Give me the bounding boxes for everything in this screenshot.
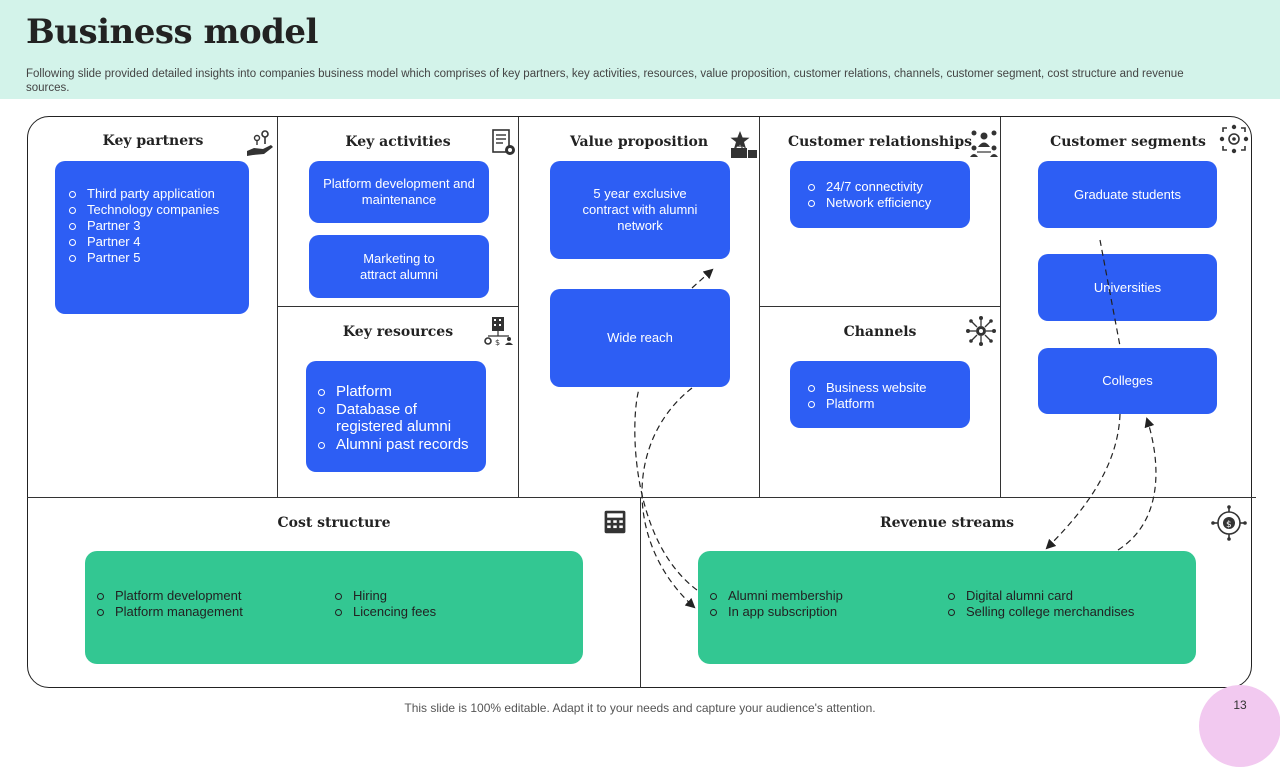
list-item: Business website <box>806 380 960 396</box>
customer-relationships-title: Customer relationships <box>787 134 972 150</box>
divider <box>760 306 1000 307</box>
list-item: Partner 4 <box>67 234 239 250</box>
channels-box: Business website Platform <box>790 361 970 428</box>
star-briefcase-icon <box>730 131 757 158</box>
key-partners-title: Key partners <box>102 133 204 149</box>
page-number: 13 <box>1233 698 1247 712</box>
divider <box>27 497 1256 498</box>
list-item: In app subscription <box>708 604 843 620</box>
key-activities-title: Key activities <box>345 134 451 150</box>
dollar-gear-icon: $ <box>1211 505 1247 541</box>
divider <box>277 117 278 497</box>
page-title: Business model <box>26 12 318 52</box>
document-gear-icon <box>492 129 515 155</box>
list-item: Alumni past records <box>316 436 476 454</box>
list-item: Hiring <box>333 588 436 604</box>
exclusive-contract-box: 5 year exclusive contract with alumni ne… <box>550 161 730 259</box>
list-item: Network efficiency <box>806 195 960 211</box>
list-item: Database of registered alumni <box>316 401 476 436</box>
value-proposition-title: Value proposition <box>569 134 709 150</box>
list-item: Selling college merchandises <box>946 604 1134 620</box>
platform-development-box: Platform development and maintenance <box>309 161 489 223</box>
page-subtitle: Following slide provided detailed insigh… <box>26 68 1184 94</box>
customer-segments-title: Customer segments <box>1050 134 1206 150</box>
cost-structure-title: Cost structure <box>277 515 391 531</box>
business-model-canvas <box>27 116 1252 688</box>
key-partners-box: Third party application Technology compa… <box>55 161 249 314</box>
list-item: Alumni membership <box>708 588 843 604</box>
divider <box>759 117 760 497</box>
divider <box>1000 117 1001 497</box>
revenue-streams-box: Alumni membership In app subscription Di… <box>698 551 1196 664</box>
svg-text:$: $ <box>495 338 500 346</box>
key-resources-box: Platform Database of registered alumni A… <box>306 361 486 472</box>
wide-reach-box: Wide reach <box>550 289 730 387</box>
universities-box: Universities <box>1038 254 1217 321</box>
marketing-box: Marketing to attract alumni <box>309 235 489 298</box>
cost-structure-box: Platform development Platform management… <box>85 551 583 664</box>
divider <box>278 306 518 307</box>
footer-note: This slide is 100% editable. Adapt it to… <box>404 701 876 715</box>
key-resources-title: Key resources <box>342 324 454 340</box>
revenue-streams-title: Revenue streams <box>879 515 1015 531</box>
customer-relationships-box: 24/7 connectivity Network efficiency <box>790 161 970 228</box>
hub-nodes-icon <box>966 316 996 346</box>
building-resources-icon: $ <box>484 317 513 346</box>
divider <box>640 497 641 688</box>
list-item: Digital alumni card <box>946 588 1134 604</box>
list-item: Platform development <box>95 588 243 604</box>
channels-title: Channels <box>843 324 917 340</box>
list-item: Partner 5 <box>67 250 239 266</box>
cash-register-icon <box>604 510 626 534</box>
list-item: Third party application <box>67 186 239 202</box>
handshake-keys-icon <box>247 130 273 156</box>
list-item: 24/7 connectivity <box>806 179 960 195</box>
list-item: Partner 3 <box>67 218 239 234</box>
people-network-icon <box>970 130 998 157</box>
list-item: Platform <box>806 396 960 412</box>
divider <box>518 117 519 497</box>
list-item: Licencing fees <box>333 604 436 620</box>
header-band: Business model Following slide provided … <box>0 0 1280 99</box>
target-people-icon <box>1219 124 1249 154</box>
graduate-students-box: Graduate students <box>1038 161 1217 228</box>
colleges-box: Colleges <box>1038 348 1217 414</box>
list-item: Platform <box>316 383 476 401</box>
svg-text:$: $ <box>1226 520 1232 530</box>
list-item: Technology companies <box>67 202 239 218</box>
list-item: Platform management <box>95 604 243 620</box>
